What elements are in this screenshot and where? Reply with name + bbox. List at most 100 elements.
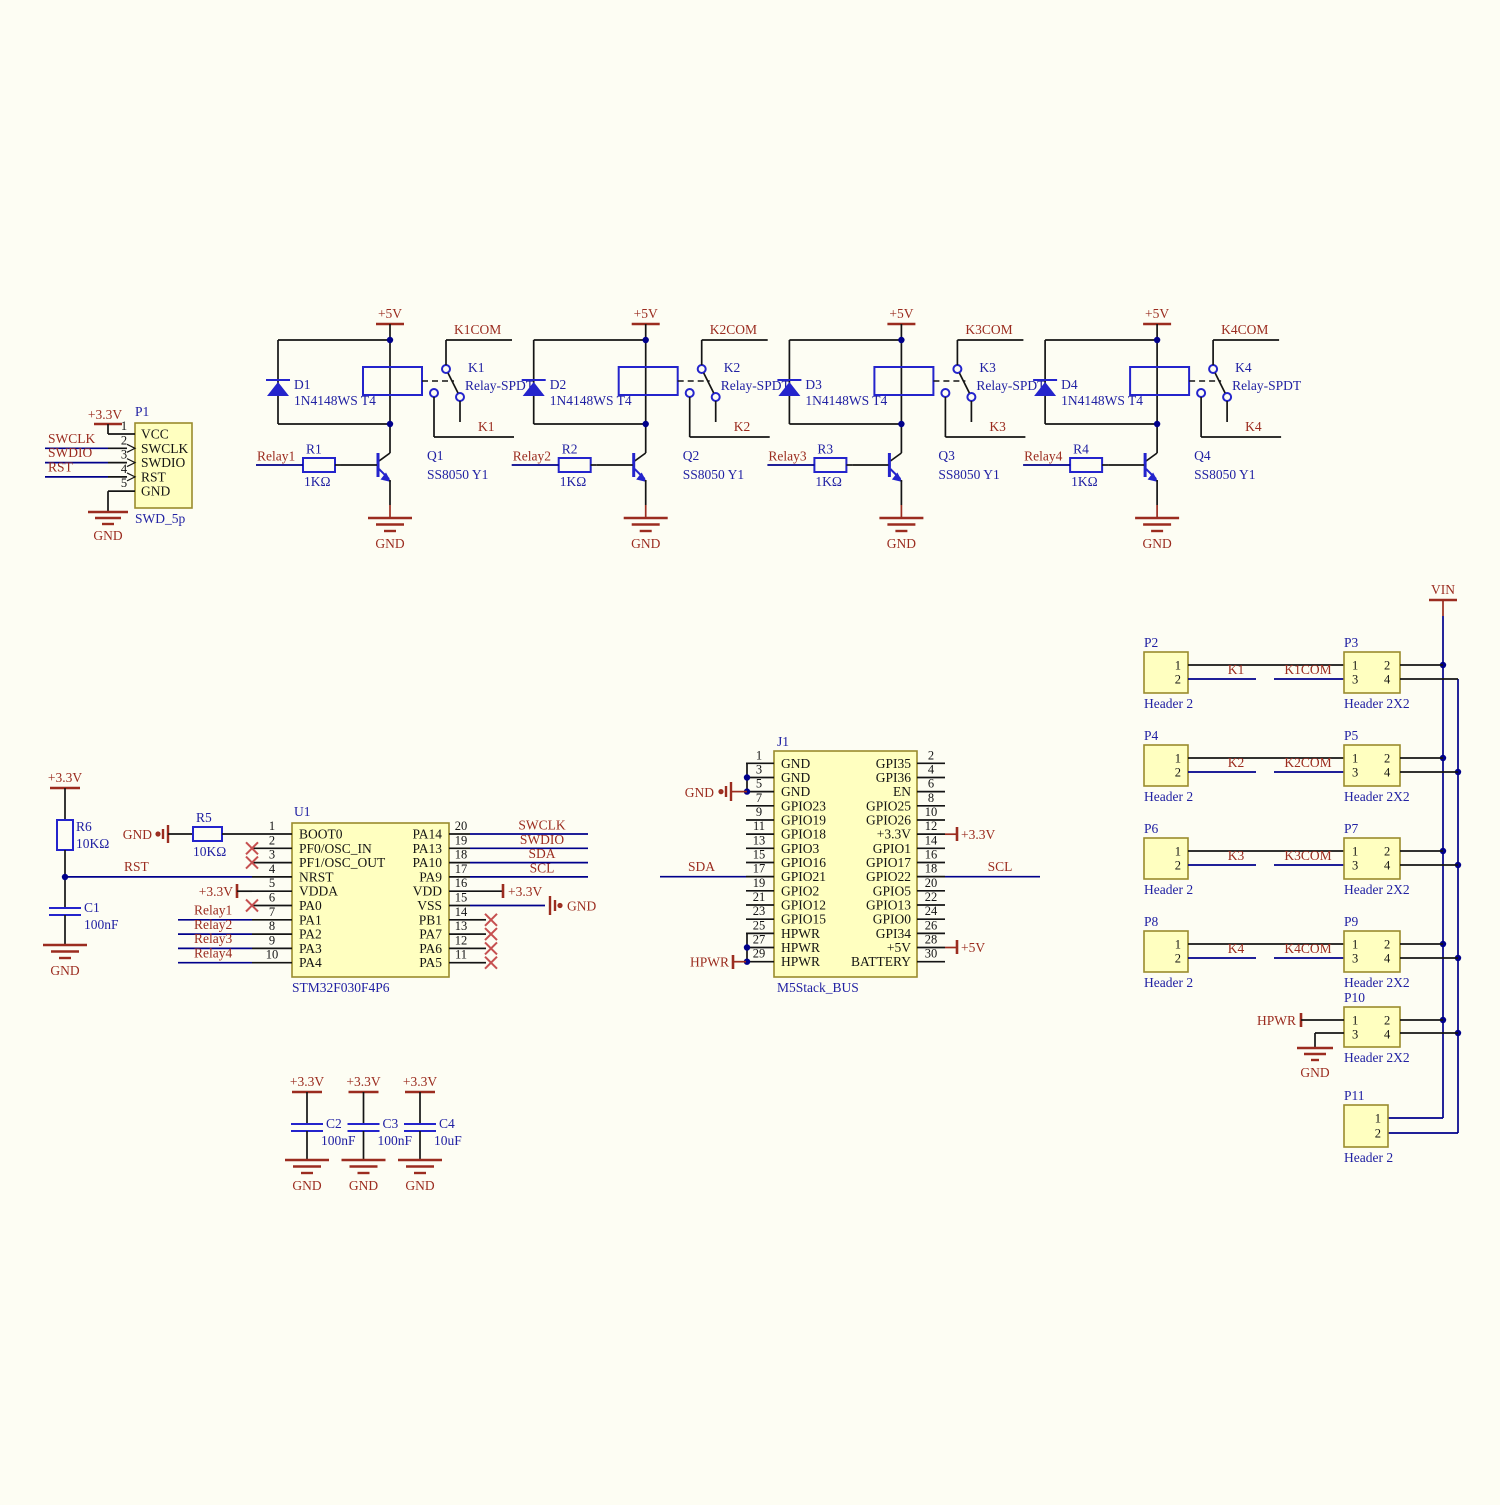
pin-name: PF1/OSC_OUT bbox=[299, 855, 386, 870]
pin-row: 28 +5V bbox=[887, 933, 945, 955]
pin-name: BOOT0 bbox=[299, 827, 343, 842]
pin-row: 26 GPI34 bbox=[876, 918, 945, 941]
pin-row: 7 GPIO23 bbox=[746, 791, 826, 813]
relay-coil-icon bbox=[873, 366, 935, 396]
no-net-label: K4 bbox=[1245, 419, 1262, 434]
gnd-tap-icon bbox=[155, 825, 170, 843]
gnd-net-label: GND bbox=[349, 1178, 378, 1193]
gnd-net-label: GND bbox=[50, 963, 79, 978]
power-net-label: +3.3V bbox=[508, 884, 542, 899]
transistor-ref: Q2 bbox=[683, 448, 700, 463]
pin-name: PA0 bbox=[299, 898, 322, 913]
relay-circuit: +5V D3 1N4148WS T4 bbox=[767, 306, 1046, 551]
header-value: Header 2 bbox=[1144, 696, 1193, 711]
pin-name: EN bbox=[893, 784, 911, 799]
vcc-net-label: +5V bbox=[378, 306, 402, 321]
resistor-ref: R5 bbox=[196, 810, 212, 825]
gnd-net-label: GND bbox=[292, 1178, 321, 1193]
junction-dot bbox=[386, 336, 394, 344]
pin-number: 2 bbox=[1175, 766, 1181, 780]
pin-name: PA4 bbox=[299, 955, 322, 970]
junction-dot bbox=[743, 958, 751, 965]
gnd-symbol-icon bbox=[43, 943, 87, 960]
pin-name: GPIO22 bbox=[866, 869, 911, 884]
cap-value: 10uF bbox=[434, 1133, 462, 1148]
pin-number: 1 bbox=[269, 819, 275, 833]
mcu-left-pins: 1 BOOT0 2 PF0/OSC_IN 3 PF1/OSC_OUT 4 NRS… bbox=[252, 819, 386, 970]
pin-name: GPIO2 bbox=[781, 883, 819, 898]
pin-number: 4 bbox=[1384, 859, 1391, 873]
gnd-symbol-icon bbox=[285, 1158, 329, 1175]
pin-name: NRST bbox=[299, 869, 334, 884]
pin-name: PA3 bbox=[299, 941, 322, 956]
pin-number: 20 bbox=[925, 876, 938, 890]
pin-number: 28 bbox=[925, 933, 938, 947]
pin-name: GND bbox=[781, 784, 810, 799]
pin-name: GPIO0 bbox=[873, 912, 912, 927]
port-wedge-icon bbox=[126, 443, 137, 453]
header-value: Header 2X2 bbox=[1344, 1050, 1410, 1065]
junction-dot bbox=[743, 944, 751, 951]
diode-value: 1N4148WS T4 bbox=[294, 393, 376, 408]
capacitor-icon bbox=[347, 1123, 380, 1132]
diode-value: 1N4148WS T4 bbox=[1061, 393, 1143, 408]
relay-net-label: Relay2 bbox=[194, 917, 232, 932]
gnd-net-label: GND bbox=[1300, 1065, 1329, 1080]
pin-row: 10 PA4 bbox=[252, 948, 322, 970]
gnd-tap-icon bbox=[718, 782, 733, 801]
gnd-net-label: GND bbox=[123, 827, 152, 842]
bus-gnd-net: GND bbox=[685, 763, 751, 801]
resistor-icon bbox=[56, 819, 74, 851]
npn-transistor-icon bbox=[1143, 453, 1159, 482]
pin-number: 3 bbox=[121, 448, 127, 462]
pin-number: 2 bbox=[1384, 659, 1390, 673]
spdt-switch-icon bbox=[940, 364, 977, 422]
pin-number: 3 bbox=[1352, 766, 1358, 780]
bus-body bbox=[773, 750, 918, 978]
capacitor-unit: +3.3V C2 100nF GND bbox=[285, 1074, 356, 1193]
power-net-label: +3.3V bbox=[290, 1074, 324, 1089]
pin-number: 3 bbox=[1352, 1028, 1358, 1042]
net-label-sda: SDA bbox=[688, 859, 715, 874]
pin-number: 4 bbox=[1384, 1028, 1391, 1042]
port-wedge-icon bbox=[126, 472, 137, 482]
pin-number: 17 bbox=[455, 862, 468, 876]
pin-number: 1 bbox=[1175, 659, 1181, 673]
header-ref: P3 bbox=[1344, 635, 1359, 650]
pin-number: 30 bbox=[925, 947, 938, 961]
pin-name: GPIO19 bbox=[781, 812, 826, 827]
pin-number: 4 bbox=[1384, 952, 1391, 966]
net-label-swclk: SWCLK bbox=[518, 818, 566, 833]
pin-number: 1 bbox=[1175, 938, 1181, 952]
pin-number: 2 bbox=[928, 748, 934, 762]
pin-name: HPWR bbox=[781, 940, 820, 955]
pin-row: 3 GND bbox=[746, 762, 810, 785]
pin-number: 4 bbox=[269, 862, 276, 876]
cap-ref: C4 bbox=[439, 1116, 455, 1131]
boot0-pulldown: GND R5 10KΩ bbox=[123, 810, 252, 859]
net-label-k: K2 bbox=[1228, 755, 1245, 770]
pin-number: 20 bbox=[455, 819, 468, 833]
pin-row: 4 NRST bbox=[252, 862, 334, 884]
pin-number: 9 bbox=[756, 805, 762, 819]
no-net-label: K2 bbox=[734, 419, 751, 434]
no-net-label: K3 bbox=[989, 419, 1006, 434]
net-wire-row: Relay2 bbox=[178, 917, 252, 935]
pin-row: 14 PB1 bbox=[419, 905, 470, 927]
pin-number: 1 bbox=[1375, 1112, 1381, 1126]
cap-ref: C2 bbox=[326, 1116, 342, 1131]
pin-number: 15 bbox=[753, 847, 766, 861]
relay-coil-icon bbox=[1129, 366, 1191, 396]
junction-dot bbox=[898, 336, 905, 344]
pin-number: 1 bbox=[1175, 752, 1181, 766]
relay-in-net-label: Relay3 bbox=[768, 449, 806, 464]
transistor-value: SS8050 Y1 bbox=[427, 467, 488, 482]
junction-dot bbox=[1153, 420, 1161, 428]
header-ref: P7 bbox=[1344, 821, 1359, 836]
pin-name: GPIO12 bbox=[781, 898, 826, 913]
mcu-block: U1 STM32F030F4P6 1 BOOT0 2 PF0/OSC_IN 3 … bbox=[123, 804, 597, 995]
pin-row: 19 PA13 bbox=[412, 833, 470, 856]
header-body bbox=[1343, 744, 1401, 787]
no-connect-icon bbox=[484, 927, 498, 941]
